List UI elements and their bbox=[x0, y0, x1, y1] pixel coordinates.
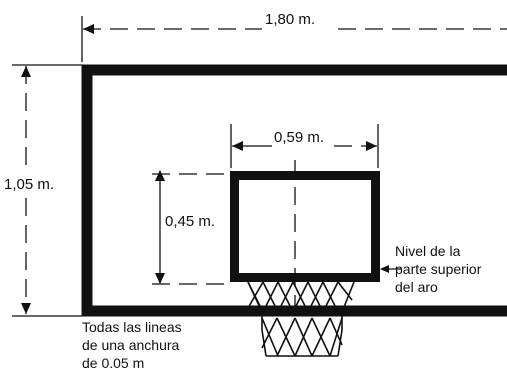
total-width-label: 1,80 m. bbox=[265, 11, 315, 28]
rim-level-line-2: parte superior bbox=[395, 261, 482, 277]
total-height-dimension: 1,05 m. bbox=[4, 64, 82, 317]
inner-width-dimension: 0,59 m. bbox=[230, 124, 379, 168]
line-width-line-2: de una anchura bbox=[82, 337, 180, 353]
inner-width-label: 0,59 m. bbox=[274, 129, 324, 146]
line-width-note: Todas las lineas de una anchura de 0.05 … bbox=[82, 319, 182, 371]
total-width-dimension: 1,80 m. bbox=[81, 11, 507, 62]
total-height-label: 1,05 m. bbox=[4, 176, 54, 193]
inner-height-label: 0,45 m. bbox=[165, 213, 215, 230]
basketball-net bbox=[247, 281, 355, 357]
inner-height-dimension: 0,45 m. bbox=[152, 170, 230, 285]
line-width-line-3: de 0.05 m bbox=[82, 355, 144, 371]
inner-square bbox=[230, 171, 380, 282]
rim-level-note: Nivel de la parte superior del aro bbox=[380, 243, 482, 295]
rim-level-line-3: del aro bbox=[395, 279, 438, 295]
line-width-line-1: Todas las lineas bbox=[82, 319, 182, 335]
rim-level-line-1: Nivel de la bbox=[395, 243, 461, 259]
